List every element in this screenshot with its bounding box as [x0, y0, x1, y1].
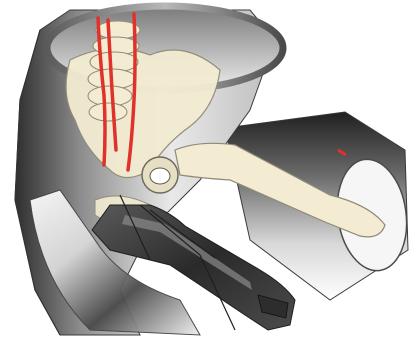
femoral-head — [150, 168, 170, 184]
